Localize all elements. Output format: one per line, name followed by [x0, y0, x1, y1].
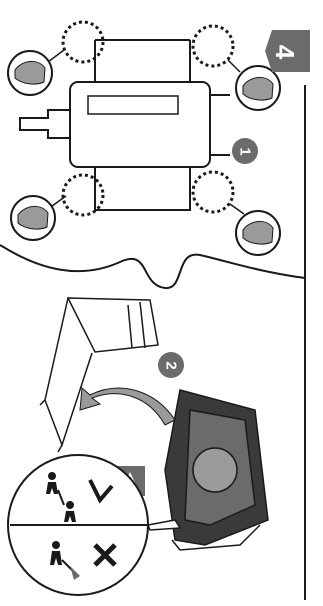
substep-2-badge: 2	[158, 352, 184, 378]
rotate-arrow-icon	[80, 388, 175, 425]
substep-1-badge: 1	[232, 138, 258, 164]
step-badge: 4	[265, 30, 311, 74]
lift-point-marker	[193, 26, 233, 66]
lift-point-marker	[63, 22, 103, 62]
lift-point-marker	[193, 172, 233, 212]
lift-point-markers	[63, 22, 233, 215]
machine-side-view	[165, 390, 268, 550]
step-number: 4	[263, 32, 307, 72]
substep-2-label: 2	[163, 361, 180, 369]
substep-1-label: 1	[237, 147, 254, 155]
lifting-instructions-icon	[8, 455, 180, 595]
stand-illustration	[40, 298, 158, 452]
